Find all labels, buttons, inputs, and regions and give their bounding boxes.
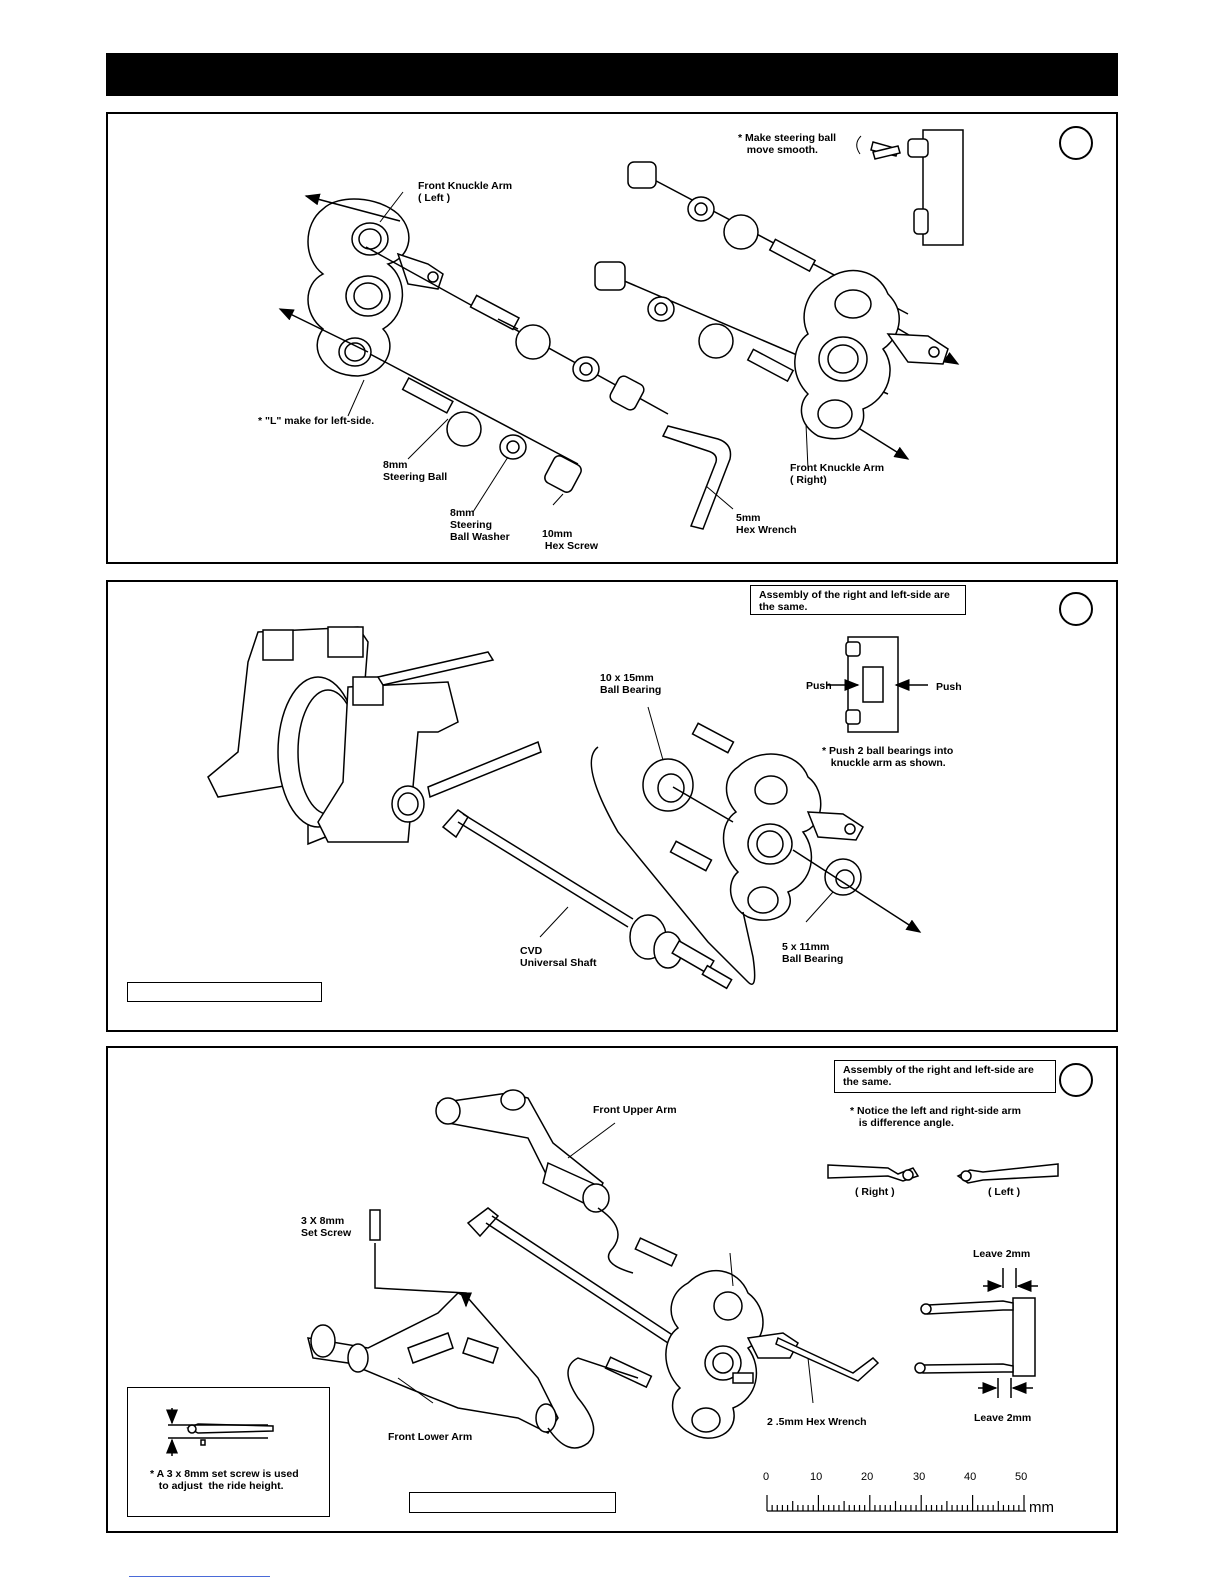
ride-height-note: * A 3 x 8mm set screw is used to adjust … xyxy=(150,1468,299,1492)
bearing-and-shaft-illustration xyxy=(207,626,928,990)
ruler-label-10: 10 xyxy=(810,1471,823,1483)
ruler-label-0: 0 xyxy=(763,1471,770,1483)
push-bearings-note: * Push 2 ball bearings into knuckle arm … xyxy=(822,745,954,769)
step-panel-knuckle-arms: * Make steering ball move smooth. Front … xyxy=(106,112,1118,564)
ruler-label-20: 20 xyxy=(861,1471,874,1483)
ruler-unit-label: mm xyxy=(1029,1499,1054,1516)
knuckle-arm-exploded-illustration xyxy=(278,129,964,530)
make-ball-smooth-note: * Make steering ball move smooth. xyxy=(738,132,837,156)
step-panel-suspension-arms: Assembly of the right and left-side are … xyxy=(106,1046,1118,1533)
step-number-circle xyxy=(1059,592,1093,626)
arm-angle-note: * Notice the left and right-side arm is … xyxy=(850,1105,1021,1129)
assembly-same-note: Assembly of the right and left-side are … xyxy=(834,1060,1056,1093)
cvd-universal-shaft-label: CVD Universal Shaft xyxy=(520,945,597,969)
blank-label-box xyxy=(127,982,322,1002)
ruler-label-40: 40 xyxy=(964,1471,977,1483)
step-panel-bearings-cvd: Assembly of the right and left-side are … xyxy=(106,580,1118,1032)
leave-2mm-bottom-label: Leave 2mm xyxy=(974,1412,1032,1424)
ball-washer-label: 8mm Steering Ball Washer xyxy=(450,507,510,543)
assembly-same-note: Assembly of the right and left-side are … xyxy=(750,585,966,615)
front-knuckle-arm-right-label: Front Knuckle Arm ( Right) xyxy=(790,462,885,486)
push-right-label: Push xyxy=(936,681,962,693)
ride-height-inset xyxy=(127,1387,330,1517)
hex-wrench-2-5mm-label: 2 .5mm Hex Wrench xyxy=(767,1416,867,1428)
front-upper-arm-label: Front Upper Arm xyxy=(593,1104,677,1116)
suspension-arm-illustration xyxy=(166,1089,1059,1456)
leave-2mm-top-label: Leave 2mm xyxy=(973,1248,1031,1260)
step-number-circle xyxy=(1059,1063,1093,1097)
right-arm-label: ( Right ) xyxy=(855,1186,895,1198)
steering-ball-label: 8mm Steering Ball xyxy=(383,459,448,483)
front-knuckle-arm-left-label: Front Knuckle Arm ( Left ) xyxy=(418,180,513,204)
bearing-5x11-label: 5 x 11mm Ball Bearing xyxy=(782,941,844,965)
ruler-label-30: 30 xyxy=(913,1471,926,1483)
step-number-circle xyxy=(1059,126,1093,160)
push-left-label: Push xyxy=(806,680,832,692)
bearing-10x15-label: 10 x 15mm Ball Bearing xyxy=(600,672,662,696)
blank-label-box xyxy=(409,1492,616,1513)
left-arm-label: ( Left ) xyxy=(988,1186,1021,1198)
ruler-label-50: 50 xyxy=(1015,1471,1028,1483)
front-lower-arm-label: Front Lower Arm xyxy=(388,1431,473,1443)
l-mark-note: * "L" make for left-side. xyxy=(258,415,375,427)
set-screw-label: 3 X 8mm Set Screw xyxy=(301,1215,352,1239)
section-header-bar xyxy=(106,53,1118,96)
footer-link-underline xyxy=(129,1576,270,1577)
millimeter-ruler xyxy=(766,1495,1026,1512)
hex-wrench-label: 5mm Hex Wrench xyxy=(736,512,797,536)
hex-screw-label: 10mm Hex Screw xyxy=(542,528,599,552)
